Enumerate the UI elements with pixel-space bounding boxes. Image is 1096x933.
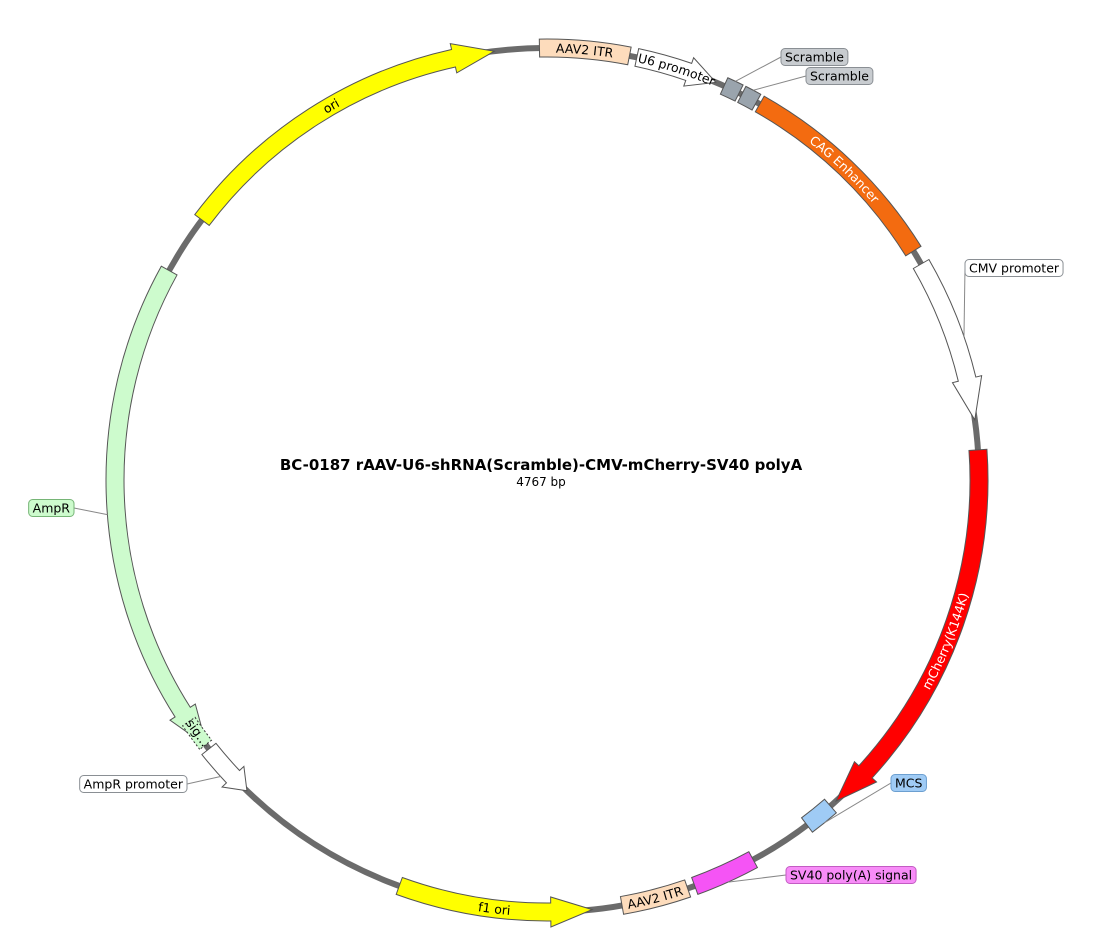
feature-arc-mcs[interactable] xyxy=(800,798,838,833)
feature-arc-scramble-2[interactable] xyxy=(737,85,762,111)
feature-arc-ori[interactable] xyxy=(194,42,496,227)
feature-label-text-f1-ori: f1 ori xyxy=(477,899,511,918)
feature-arc-ampr[interactable] xyxy=(105,265,208,748)
feature-arc-f1-ori[interactable] xyxy=(395,876,594,928)
feature-arc-aav2-itr-left[interactable] xyxy=(538,38,632,66)
feature-sv40-polya[interactable] xyxy=(691,851,759,896)
feature-f1-ori[interactable]: f1 ori xyxy=(395,876,594,928)
feature-ampr-promoter[interactable] xyxy=(201,742,248,792)
callout-ampr-leader xyxy=(73,507,108,516)
feature-arc-u6-promoter[interactable] xyxy=(634,48,717,87)
callout-scramble-1-leader xyxy=(735,56,782,82)
feature-arc-scramble-1[interactable] xyxy=(719,77,744,102)
feature-arc-aav2-itr-right[interactable] xyxy=(619,879,692,915)
feature-arc-ampr-promoter[interactable] xyxy=(201,742,248,792)
feature-arc-sv40-polya[interactable] xyxy=(691,851,759,896)
feature-aav2-itr-left[interactable]: AAV2 ITR xyxy=(538,38,632,66)
callout-sv40-leader xyxy=(728,874,787,883)
callout-scramble-1-label: Scramble xyxy=(785,50,844,65)
feature-label-cag-enhancer: CAG Enhancer xyxy=(807,132,883,206)
feature-cmv-promoter[interactable] xyxy=(912,258,983,422)
callout-ampr-promoter-label: AmpR promoter xyxy=(84,777,184,792)
feature-cag-enhancer[interactable]: CAG Enhancer xyxy=(754,95,922,257)
feature-mcs[interactable] xyxy=(800,798,838,833)
callout-ampr-promoter[interactable]: AmpR promoter xyxy=(79,775,221,793)
callout-sv40-label: SV40 poly(A) signal xyxy=(790,868,912,883)
callout-sv40[interactable]: SV40 poly(A) signal xyxy=(728,866,917,884)
feature-arc-cag-enhancer[interactable] xyxy=(754,95,922,257)
feature-label-text-mcherry: mCherry(K144K) xyxy=(919,591,971,692)
feature-ori[interactable]: ori xyxy=(194,42,496,227)
callout-cmv-leader xyxy=(963,267,966,337)
callout-scramble-2-leader xyxy=(753,75,807,91)
callout-cmv-label: CMV promoter xyxy=(969,261,1060,276)
feature-scramble-1[interactable] xyxy=(719,77,744,102)
feature-aav2-itr-right[interactable]: AAV2 ITR xyxy=(619,879,692,915)
callout-ampr-promoter-box[interactable] xyxy=(79,775,188,793)
callout-mcs-label: MCS xyxy=(895,776,923,791)
feature-mcherry[interactable]: mCherry(K144K) xyxy=(835,448,989,804)
feature-label-f1-ori: f1 ori xyxy=(477,899,511,918)
feature-u6-promoter[interactable]: U6 promoter xyxy=(634,48,718,89)
callout-sv40-box[interactable] xyxy=(785,866,917,884)
callout-mcs-box[interactable] xyxy=(890,774,927,792)
callout-ampr-label: AmpR xyxy=(33,501,71,516)
feature-arc-mcherry[interactable] xyxy=(835,448,989,803)
callout-cmv-box[interactable] xyxy=(964,259,1064,277)
callout-ampr-box[interactable] xyxy=(28,499,75,517)
feature-label-text-aav2-itr-left: AAV2 ITR xyxy=(556,41,615,61)
feature-label-ori: ori xyxy=(320,95,342,116)
callout-scramble-1[interactable]: Scramble xyxy=(735,48,849,82)
callout-scramble-1-box[interactable] xyxy=(780,48,849,66)
feature-label-aav2-itr-left: AAV2 ITR xyxy=(556,41,615,61)
subfeature-arc-sig[interactable] xyxy=(181,716,213,751)
callout-mcs[interactable]: MCS xyxy=(824,774,927,824)
feature-scramble-2[interactable] xyxy=(737,85,762,111)
callout-ampr[interactable]: AmpR xyxy=(28,499,108,517)
feature-arc-cmv-promoter[interactable] xyxy=(912,258,983,422)
callout-ampr-promoter-leader xyxy=(186,776,221,785)
callout-scramble-2[interactable]: Scramble xyxy=(753,67,874,91)
feature-label-text-ori: ori xyxy=(320,95,342,116)
callout-cmv[interactable]: CMV promoter xyxy=(963,259,1064,337)
callout-mcs-leader xyxy=(824,782,892,824)
plasmid-size-label: 4767 bp xyxy=(516,475,566,489)
callout-scramble-2-label: Scramble xyxy=(810,69,869,84)
subfeature-sig[interactable]: sig… xyxy=(181,716,213,751)
feature-label-mcherry: mCherry(K144K) xyxy=(919,591,971,692)
feature-ampr[interactable] xyxy=(105,265,208,748)
plasmid-title: BC-0187 rAAV-U6-shRNA(Scramble)-CMV-mChe… xyxy=(280,456,803,474)
feature-label-text-cag-enhancer: CAG Enhancer xyxy=(807,132,883,206)
callout-scramble-2-box[interactable] xyxy=(805,67,874,85)
